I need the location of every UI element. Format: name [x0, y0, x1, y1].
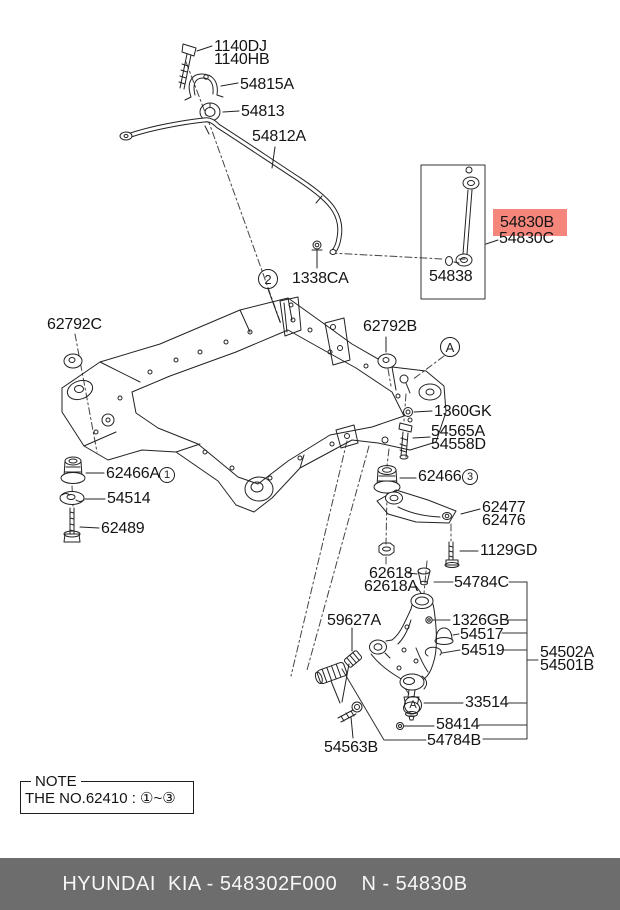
footer-bar: HYUNDAI KIA - 548302F000 N - 54830B	[0, 858, 620, 910]
part-label-62477[interactable]: 62477	[482, 499, 526, 516]
bolt-1129GD-icon	[444, 541, 479, 568]
bolt-1338CA-icon	[311, 240, 323, 269]
part-label-62618[interactable]: 62618	[369, 565, 413, 582]
part-label-62618A[interactable]: 62618A	[364, 578, 418, 595]
part-label-1140HB[interactable]: 1140HB	[214, 51, 270, 68]
callout-leaders	[267, 288, 281, 323]
control-arm-icon	[369, 603, 437, 691]
part-label-62792C[interactable]: 62792C	[47, 316, 102, 333]
part-label-1129GD[interactable]: 1129GD	[480, 542, 538, 559]
nut-icon	[378, 542, 395, 556]
bushing-62466-icon	[373, 465, 417, 494]
part-label-54519[interactable]: 54519	[461, 642, 505, 659]
part-label-54813[interactable]: 54813	[241, 103, 285, 120]
part-label-54784B[interactable]: 54784B	[427, 732, 481, 749]
part-label-54838[interactable]: 54838	[429, 268, 473, 285]
callout-3: 3	[462, 469, 478, 485]
bolt-54565A-icon	[398, 422, 431, 460]
bushing-62466A-icon	[60, 456, 105, 484]
selected-part-highlight	[493, 209, 567, 236]
part-label-54784C[interactable]: 54784C	[454, 574, 509, 591]
crossmember-icon	[61, 296, 447, 513]
bushing-62618-icon	[407, 567, 431, 586]
note-box: NOTE THE NO.62410 : ①~③	[20, 773, 194, 814]
washer-1360GK-icon	[403, 407, 433, 417]
footer-part-number: HYUNDAI KIA - 548302F000 N - 54830B	[62, 872, 468, 895]
part-label-1338CA[interactable]: 1338CA	[292, 270, 349, 287]
note-title: NOTE	[31, 773, 81, 790]
part-label-62476[interactable]: 62476	[482, 512, 526, 529]
bushing-59627A-icon	[314, 627, 363, 704]
part-label-54514[interactable]: 54514	[107, 490, 151, 507]
stabilizer-bar-icon	[119, 117, 343, 255]
part-label-62489[interactable]: 62489	[101, 520, 145, 537]
callout-1: 1	[159, 467, 175, 483]
callout-A: A	[440, 337, 460, 357]
label-bracket-lines	[341, 581, 539, 741]
part-label-54830B[interactable]: 54830B	[500, 214, 554, 231]
part-label-54517[interactable]: 54517	[460, 626, 504, 643]
part-label-58414[interactable]: 58414	[436, 716, 480, 733]
part-label-54501B[interactable]: 54501B	[540, 657, 594, 674]
part-label-33514[interactable]: 33514	[465, 694, 509, 711]
part-label-54565A[interactable]: 54565A	[431, 423, 485, 440]
part-label-54502A[interactable]: 54502A	[540, 644, 594, 661]
clip-58414-icon	[396, 722, 435, 730]
stabilizer-link-box	[420, 164, 499, 300]
part-label-54830C[interactable]: 54830C	[499, 230, 554, 247]
bolt-62489-icon	[63, 507, 100, 543]
callout-A: A	[404, 696, 422, 714]
bracket-54815A-icon	[184, 73, 239, 101]
bolt-1140-icon	[178, 43, 213, 90]
bumpstop-54517-icon	[434, 627, 454, 645]
grommet-1326GB-icon	[425, 616, 433, 624]
part-label-62792B[interactable]: 62792B	[363, 318, 417, 335]
part-label-54563B[interactable]: 54563B	[324, 739, 378, 756]
washer-62792C-icon	[63, 353, 83, 369]
bolt-54563B-icon	[337, 701, 363, 739]
part-label-59627A[interactable]: 59627A	[327, 612, 381, 629]
part-label-62466A[interactable]: 62466A	[106, 465, 160, 482]
part-label-54558D[interactable]: 54558D	[431, 436, 486, 453]
assembly-axis-lines	[71, 61, 452, 695]
washer-54514-icon	[59, 491, 106, 505]
part-label-54815A[interactable]: 54815A	[240, 76, 294, 93]
ring-62618A-icon	[410, 585, 434, 609]
part-label-54812A[interactable]: 54812A	[252, 128, 306, 145]
note-text: THE NO.62410 : ①~③	[25, 790, 176, 807]
part-label-1140DJ[interactable]: 1140DJ	[214, 38, 267, 55]
callout-2: 2	[258, 269, 278, 289]
part-label-1326GB[interactable]: 1326GB	[452, 612, 510, 629]
snapring-54519-icon	[424, 646, 442, 657]
washer-62792B-icon	[377, 336, 397, 369]
part-label-62466[interactable]: 62466	[418, 468, 462, 485]
stay-62477-icon	[376, 489, 481, 524]
part-label-1360GK[interactable]: 1360GK	[434, 403, 492, 420]
